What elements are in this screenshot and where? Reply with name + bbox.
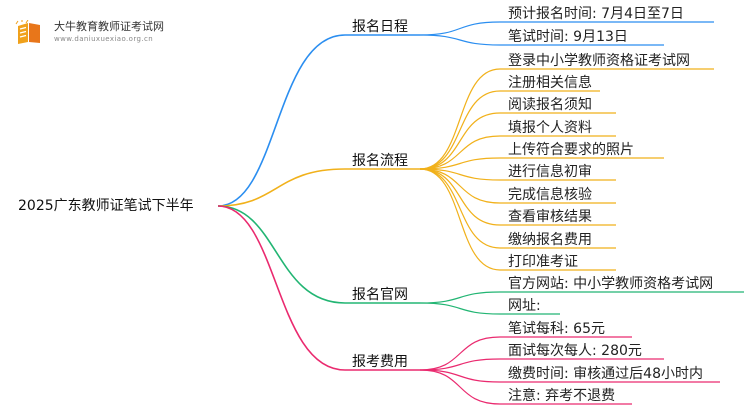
branch-leaf-connector [419,112,501,170]
leaf-node: 注册相关信息 [508,75,592,91]
branch-leaf-connector [419,168,501,271]
branch-leaf-connector [419,68,501,170]
root-branch-connector [217,205,346,371]
branch-leaf-connector [419,135,501,170]
branch-leaf-connector [419,291,501,304]
root-branch-connector [217,205,346,304]
root-node: 2025广东教师证笔试下半年 [18,198,194,214]
branch-leaf-connector [419,168,501,249]
root-branch-connector [217,34,346,207]
branch-leaf-connector [419,168,501,181]
logo-site-name: 大牛教育教师证考试网 [54,20,164,33]
branch-leaf-connector [419,34,501,46]
leaf-node: 进行信息初审 [508,164,592,180]
leaf-node: 阅读报名须知 [508,97,592,113]
leaf-node: 官方网站: 中小学教师资格考试网 [508,276,714,292]
leaf-node: 面试每次每人: 280元 [508,343,642,359]
leaf-node: 缴纳报名费用 [508,232,592,248]
leaf-node: 注意: 弃考不退费 [508,388,616,404]
leaf-node: 完成信息核验 [508,187,592,203]
leaf-node: 笔试时间: 9月13日 [508,29,628,45]
root-branch-connector [217,168,346,207]
leaf-node: 笔试每科: 65元 [508,321,605,337]
branch-leaf-connector [419,21,501,36]
branch-node-website: 报名官网 [352,287,408,303]
leaf-node: 填报个人资料 [508,120,592,136]
branch-leaf-connector [419,369,501,383]
branch-node-process: 报名流程 [352,153,408,169]
branch-leaf-connector [419,358,501,371]
leaf-node: 网址: [508,298,541,314]
book-logo-icon [15,20,40,44]
leaf-node: 预计报名时间: 7月4日至7日 [508,6,684,22]
branch-node-fees: 报考费用 [352,354,408,370]
leaf-node: 打印准考证 [508,254,578,270]
logo-site-url: www.daniuxuexiao.org.cn [54,35,154,43]
leaf-node: 缴费时间: 审核通过后48小时内 [508,366,703,382]
leaf-node: 查看审核结果 [508,209,592,225]
leaf-node: 登录中小学教师资格证考试网 [508,53,690,69]
branch-leaf-connector [419,336,501,371]
branch-leaf-connector [419,302,501,315]
leaf-node: 上传符合要求的照片 [508,142,634,158]
site-logo: 大牛教育教师证考试网 www.daniuxuexiao.org.cn [10,14,180,50]
branch-leaf-connector [419,157,501,170]
branch-leaf-connector [419,369,501,405]
branch-node-schedule: 报名日程 [352,19,408,35]
branch-leaf-connector [419,90,501,170]
branch-leaf-connector [419,168,501,226]
